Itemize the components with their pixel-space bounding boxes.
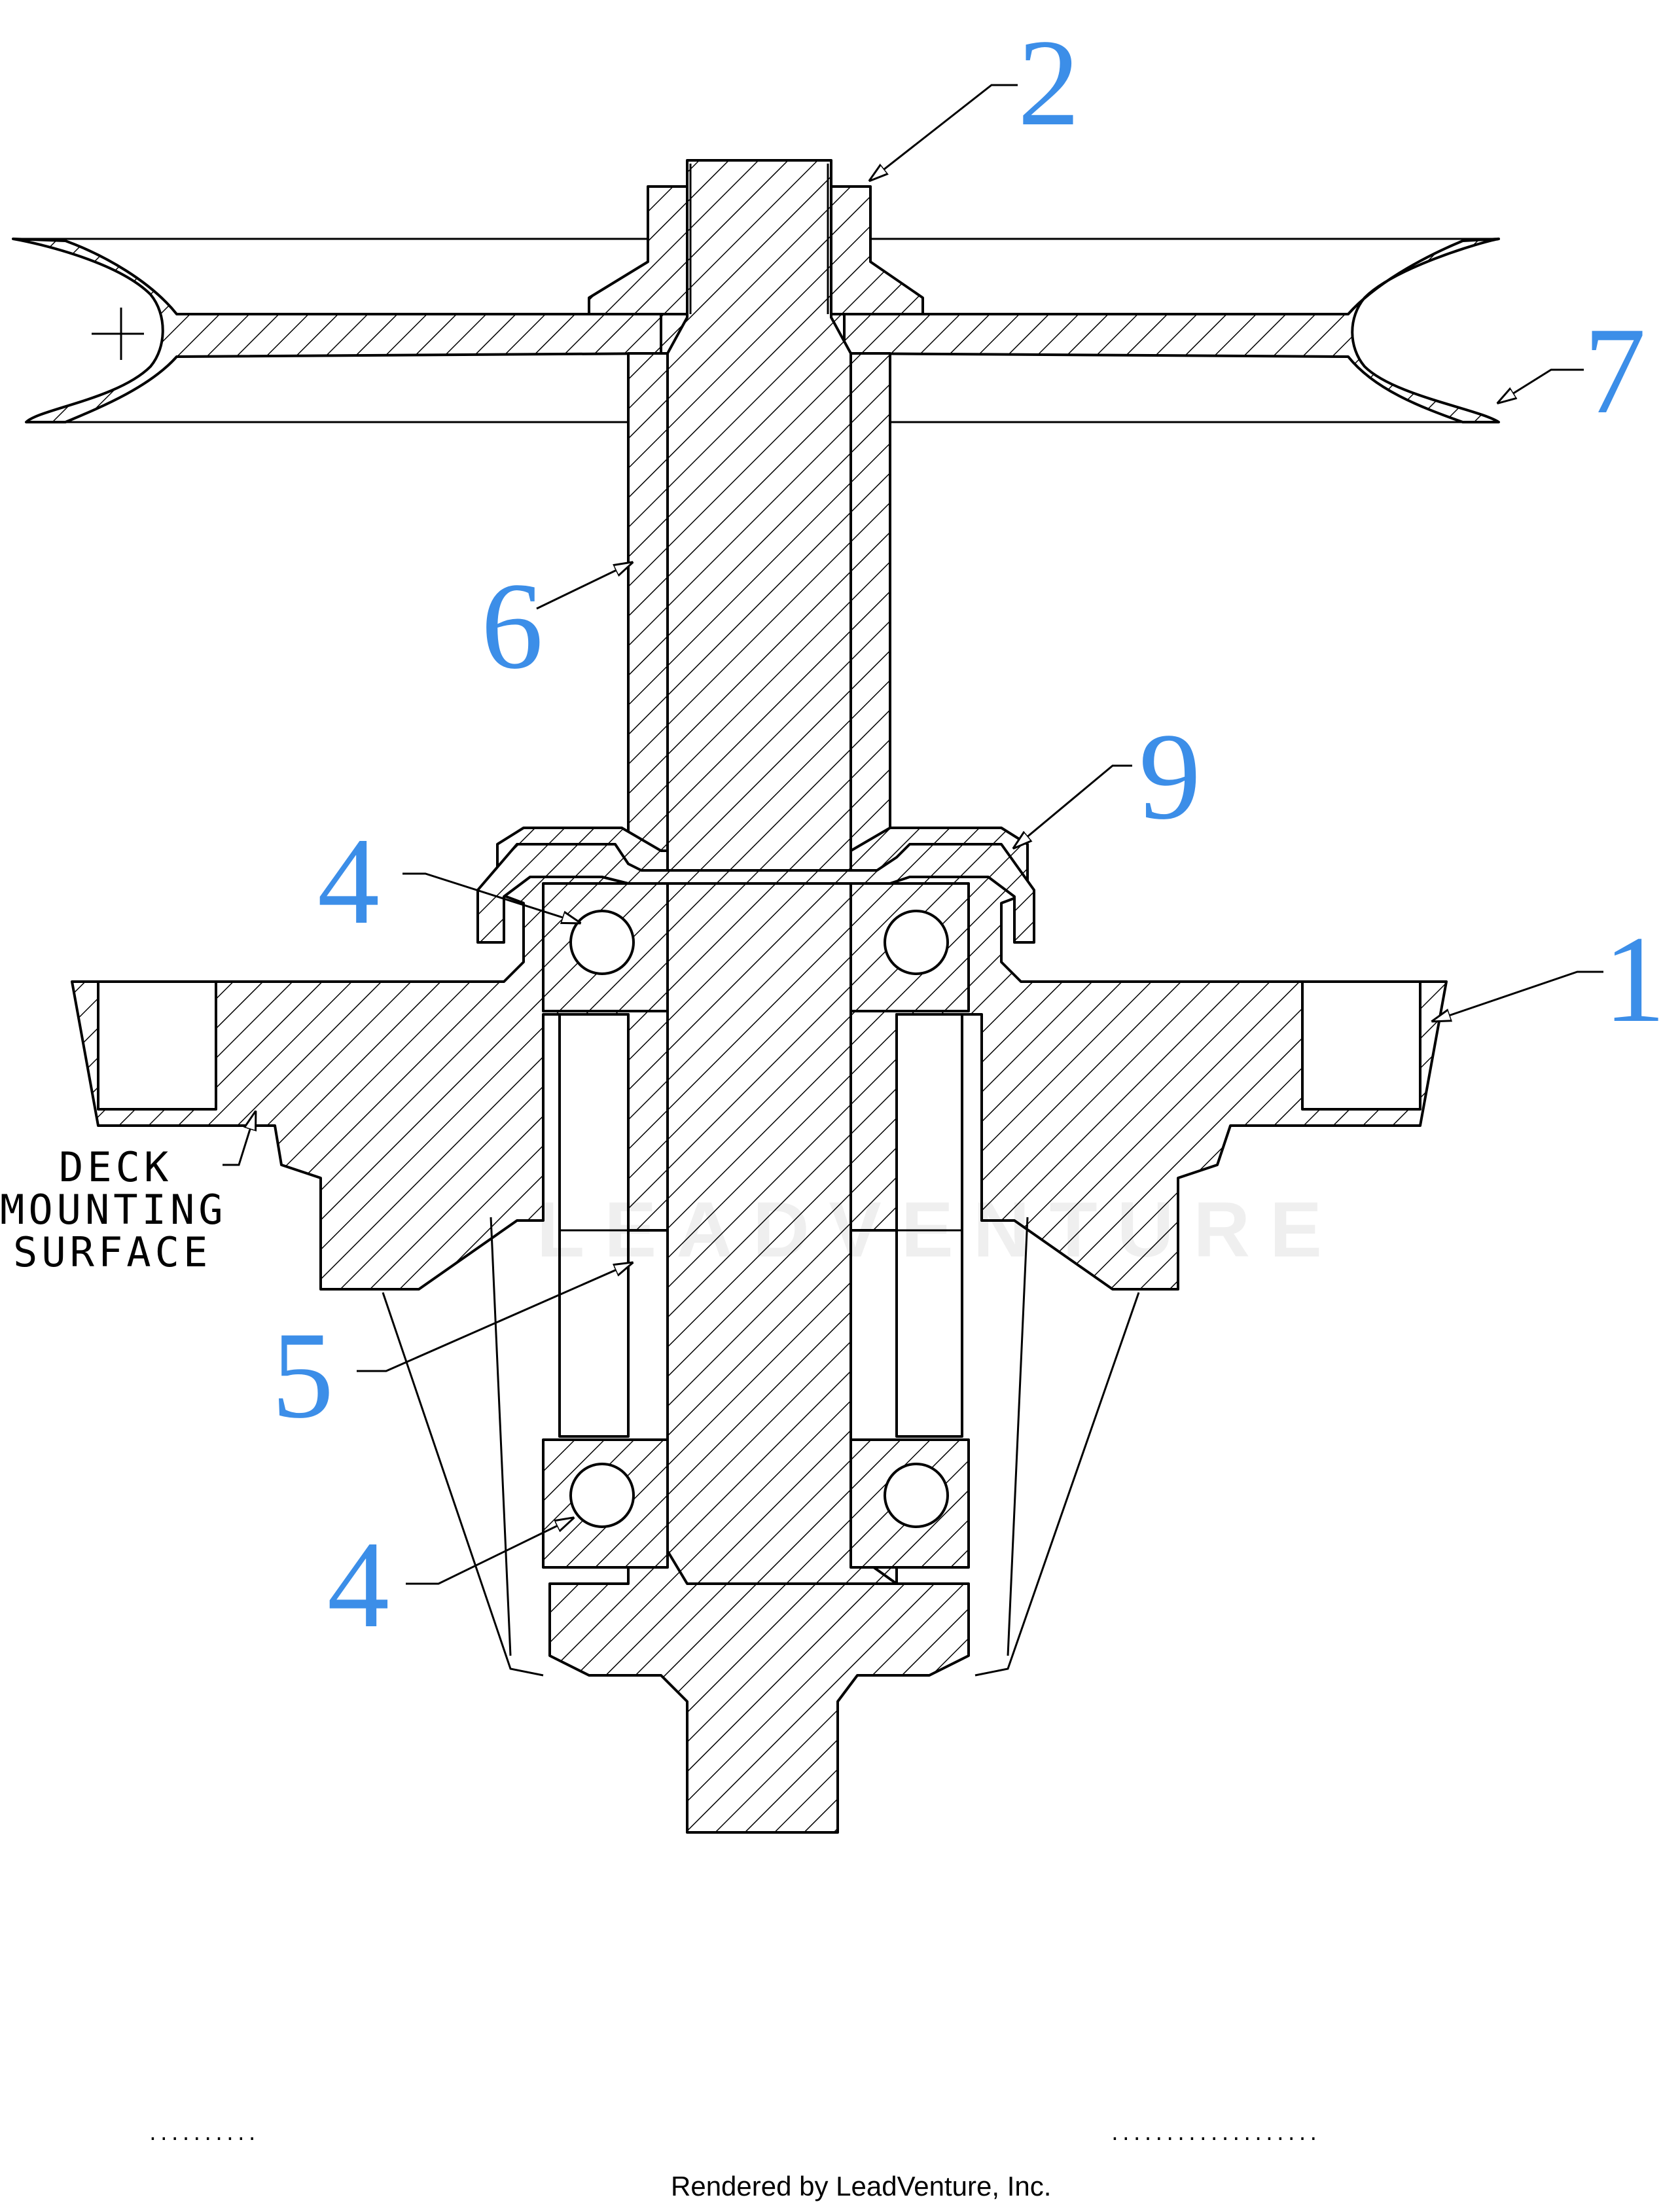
spacer-tube (627, 352, 891, 875)
upper-bearing-right (849, 882, 970, 1012)
watermark: LEADVENTURE (537, 1186, 1342, 1274)
note-surface: SURFACE (13, 1228, 211, 1276)
leader-lines (223, 84, 1603, 1585)
callout-2: 2 (1018, 14, 1080, 152)
callout-4-top: 4 (317, 813, 380, 950)
housing-skirt (382, 1217, 1140, 1677)
dots-right: ................... (1109, 2123, 1319, 2145)
lower-bearing-right (849, 1438, 970, 1569)
callout-9: 9 (1139, 708, 1201, 846)
footer-rendered-by: Rendered by LeadVenture, Inc. (671, 2171, 1051, 2201)
dots-left: .......... (147, 2123, 258, 2145)
note-mounting: MOUNTING (0, 1186, 227, 1234)
callout-6: 6 (481, 558, 543, 695)
upper-bearing-left (542, 882, 669, 1012)
callout-7: 7 (1584, 302, 1646, 440)
inner-spacer (558, 1013, 963, 1438)
callout-5: 5 (272, 1307, 334, 1444)
callout-4-bottom: 4 (327, 1516, 389, 1654)
note-deck: DECK (59, 1143, 172, 1191)
callout-1: 1 (1603, 911, 1666, 1048)
bearing-cap (476, 843, 1035, 944)
lower-bearing-left (542, 1438, 669, 1569)
